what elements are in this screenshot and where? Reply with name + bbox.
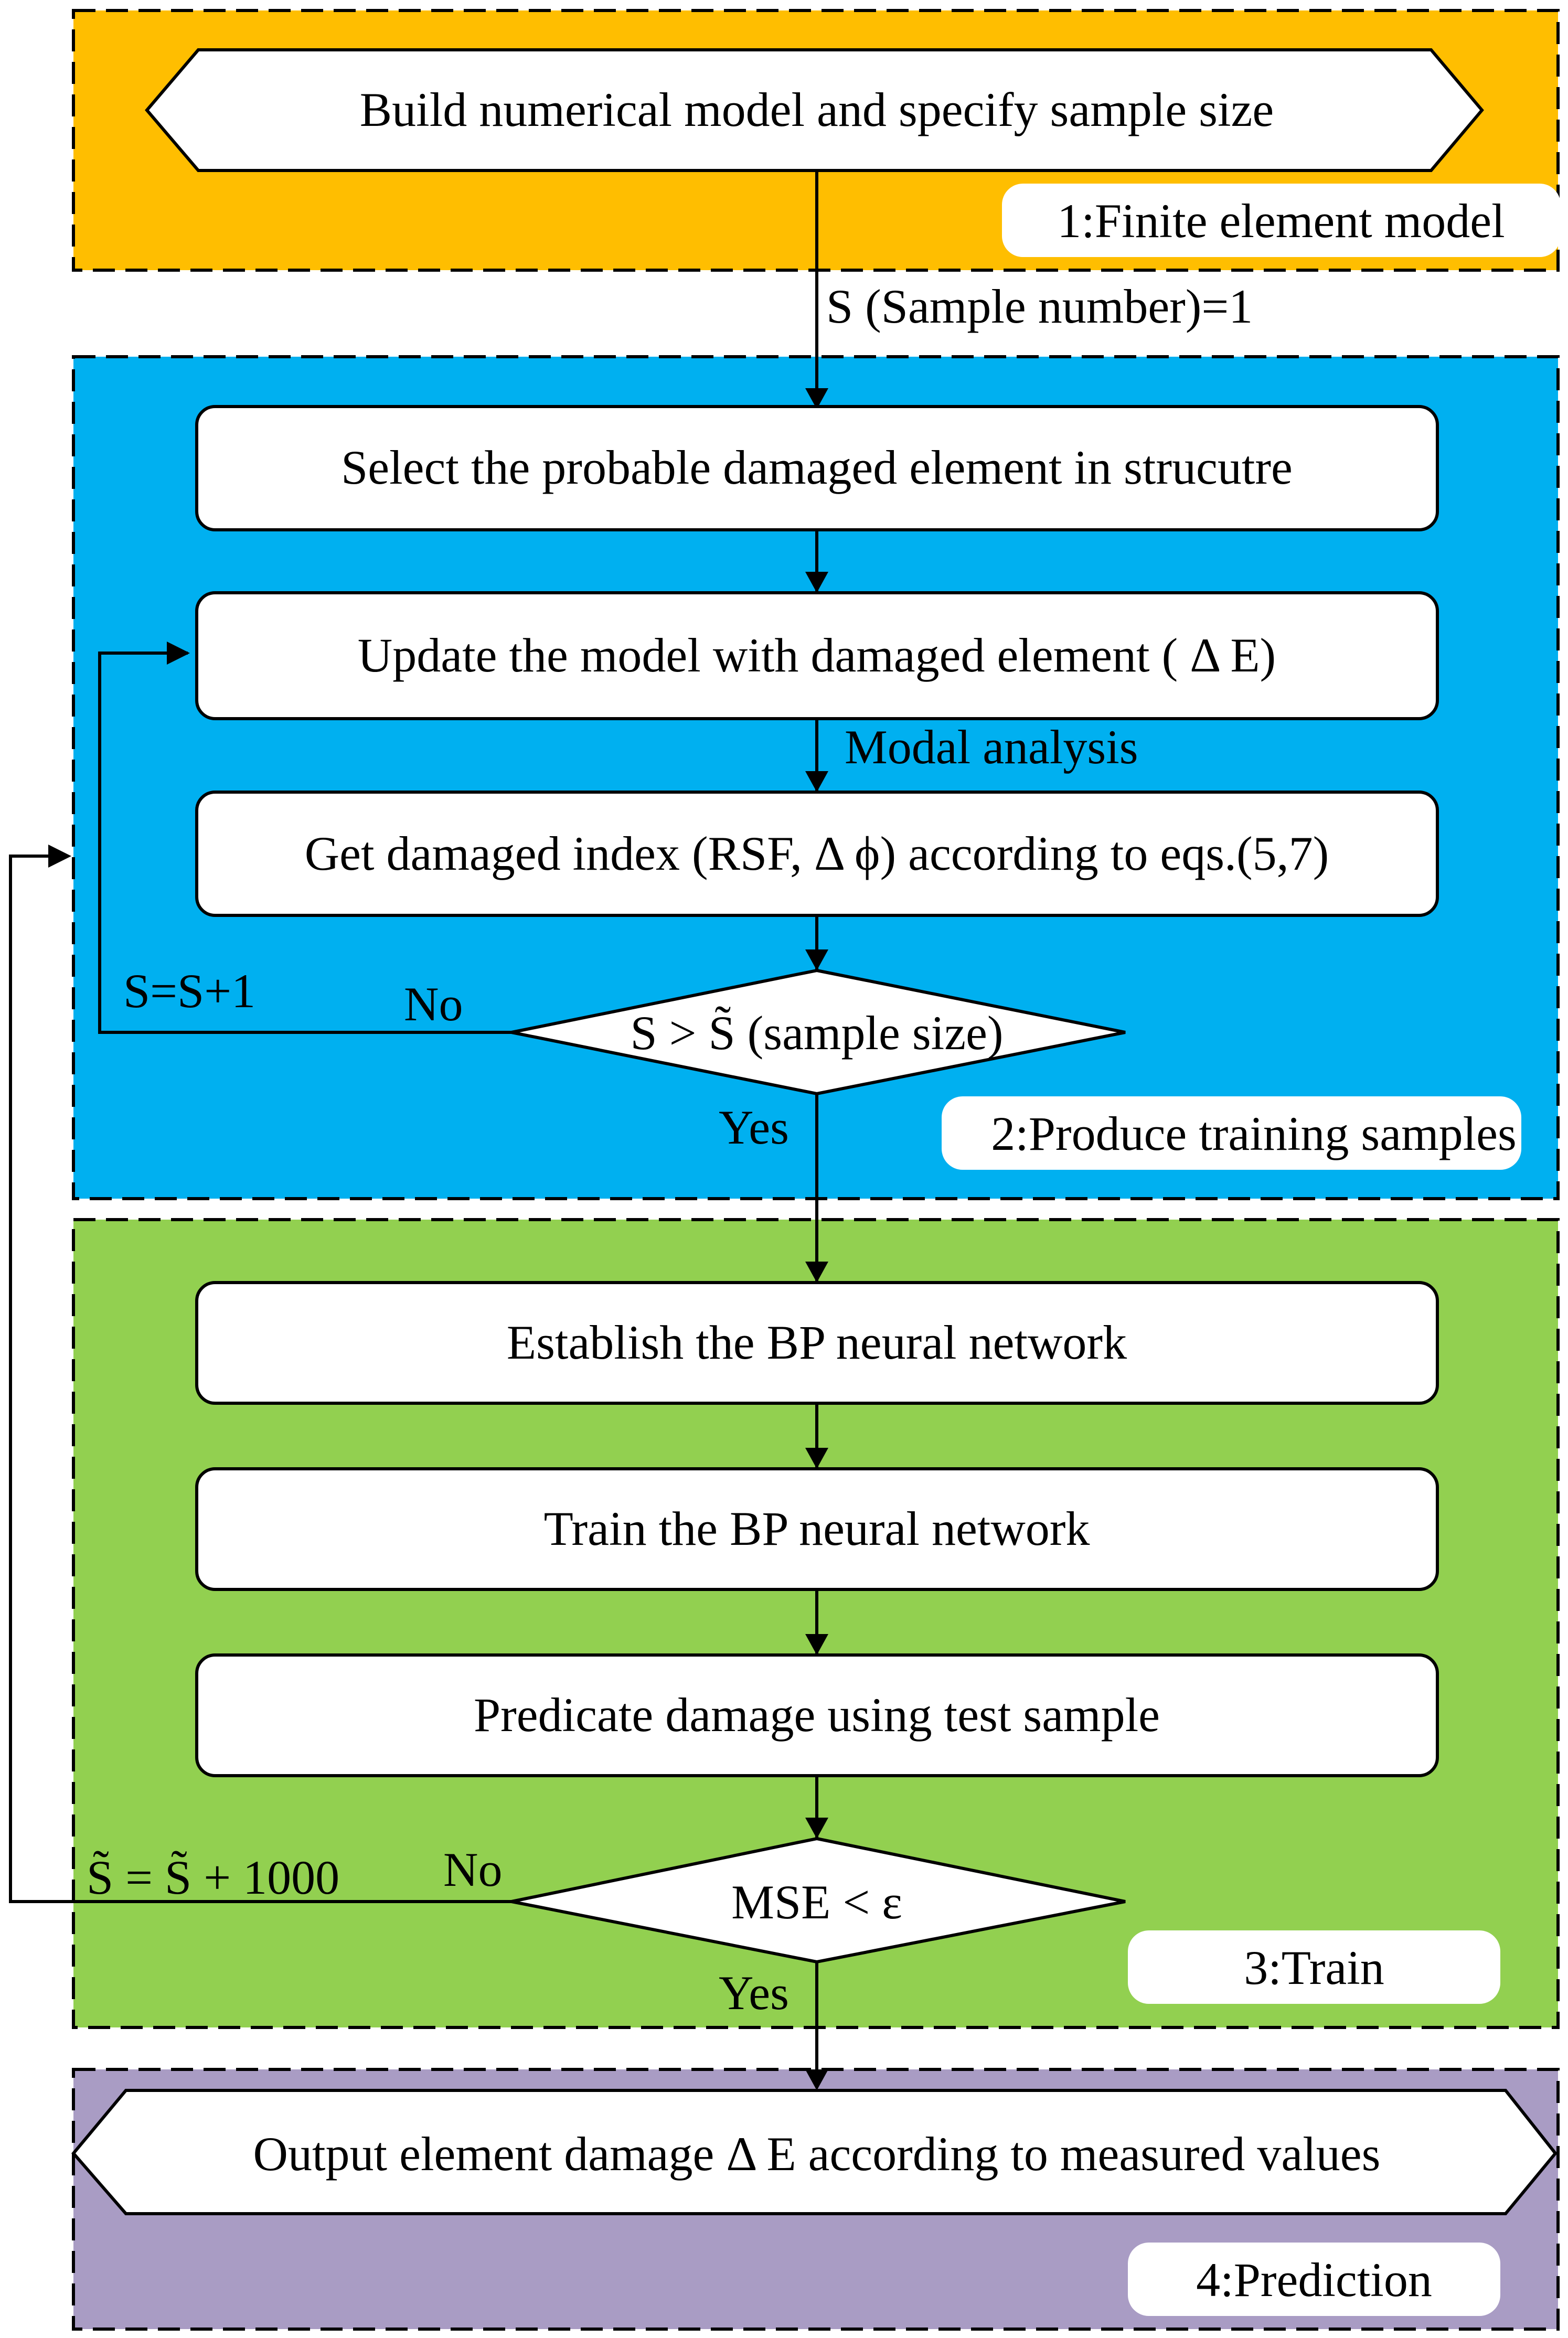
arrowhead-output [805, 2069, 828, 2090]
arrowhead-train [805, 1448, 828, 1469]
node-text-build-model: Build numerical model and specify sample… [360, 83, 1274, 136]
badge-finite-element-model [1002, 184, 1561, 257]
arrowhead-update [805, 572, 828, 593]
arrowhead-establish [805, 1262, 828, 1283]
edge-loop-size [9, 855, 511, 1903]
edge-label-increase-size: S̃ = S̃ + 1000 [87, 1851, 339, 1904]
node-text-establish-bp: Establish the BP neural network [507, 1316, 1127, 1369]
arrowhead-check [805, 949, 828, 970]
edge-loop-sample [98, 652, 511, 1034]
edge-label-no-1: No [404, 977, 463, 1031]
edge-label-modal-analysis: Modal analysis [845, 720, 1138, 774]
badge-produce-training-samples [942, 1096, 1521, 1170]
node-text-select-element: Select the probable damaged element in s… [341, 441, 1293, 494]
edge-label-sample-number: S (Sample number)=1 [826, 280, 1253, 333]
node-train-bp [195, 1467, 1439, 1591]
badge-prediction [1128, 2243, 1500, 2316]
arrowhead-loop-sample [167, 642, 190, 665]
node-text-predicate: Predicate damage using test sample [474, 1688, 1160, 1742]
arrowhead-loop-size [48, 845, 71, 868]
badge-text-produce-training-samples: 2:Produce training samples [991, 1107, 1517, 1160]
badge-text-prediction: 4:Prediction [1196, 2253, 1432, 2307]
node-text-train-bp: Train the BP neural network [544, 1502, 1090, 1555]
node-output [71, 2089, 1558, 2215]
badge-train [1128, 1930, 1500, 2004]
badge-text-finite-element-model: 1:Finite element model [1057, 194, 1505, 248]
node-text-get-index: Get damaged index (RSF, Δ ϕ) according t… [305, 827, 1329, 880]
node-sample-check [511, 968, 1126, 1096]
edge-label-no-2: No [443, 1843, 502, 1896]
node-predicate [195, 1653, 1439, 1777]
edge-label-increment-s: S=S+1 [123, 964, 255, 1018]
node-get-index [195, 791, 1439, 917]
node-select-element [195, 405, 1439, 531]
arrowhead-select [805, 388, 828, 409]
badge-text-train: 3:Train [1244, 1941, 1384, 1994]
edge-label-yes-2: Yes [719, 1966, 789, 2020]
edge-label-yes-1: Yes [719, 1101, 789, 1154]
node-text-output: Output element damage Δ E according to m… [253, 2127, 1381, 2181]
node-update-model [195, 591, 1439, 720]
arrowhead-predicate [805, 1634, 828, 1655]
node-text-update-model: Update the model with damaged element ( … [358, 628, 1276, 682]
node-text-mse-check: MSE < ε [731, 1875, 902, 1929]
arrowhead-index [805, 771, 828, 792]
node-text-sample-check: S > S̃ (sample size) [630, 1006, 1003, 1060]
node-build-model [145, 48, 1484, 172]
arrowhead-mse [805, 1818, 828, 1839]
node-establish-bp [195, 1281, 1439, 1405]
node-mse-check [511, 1837, 1126, 1964]
